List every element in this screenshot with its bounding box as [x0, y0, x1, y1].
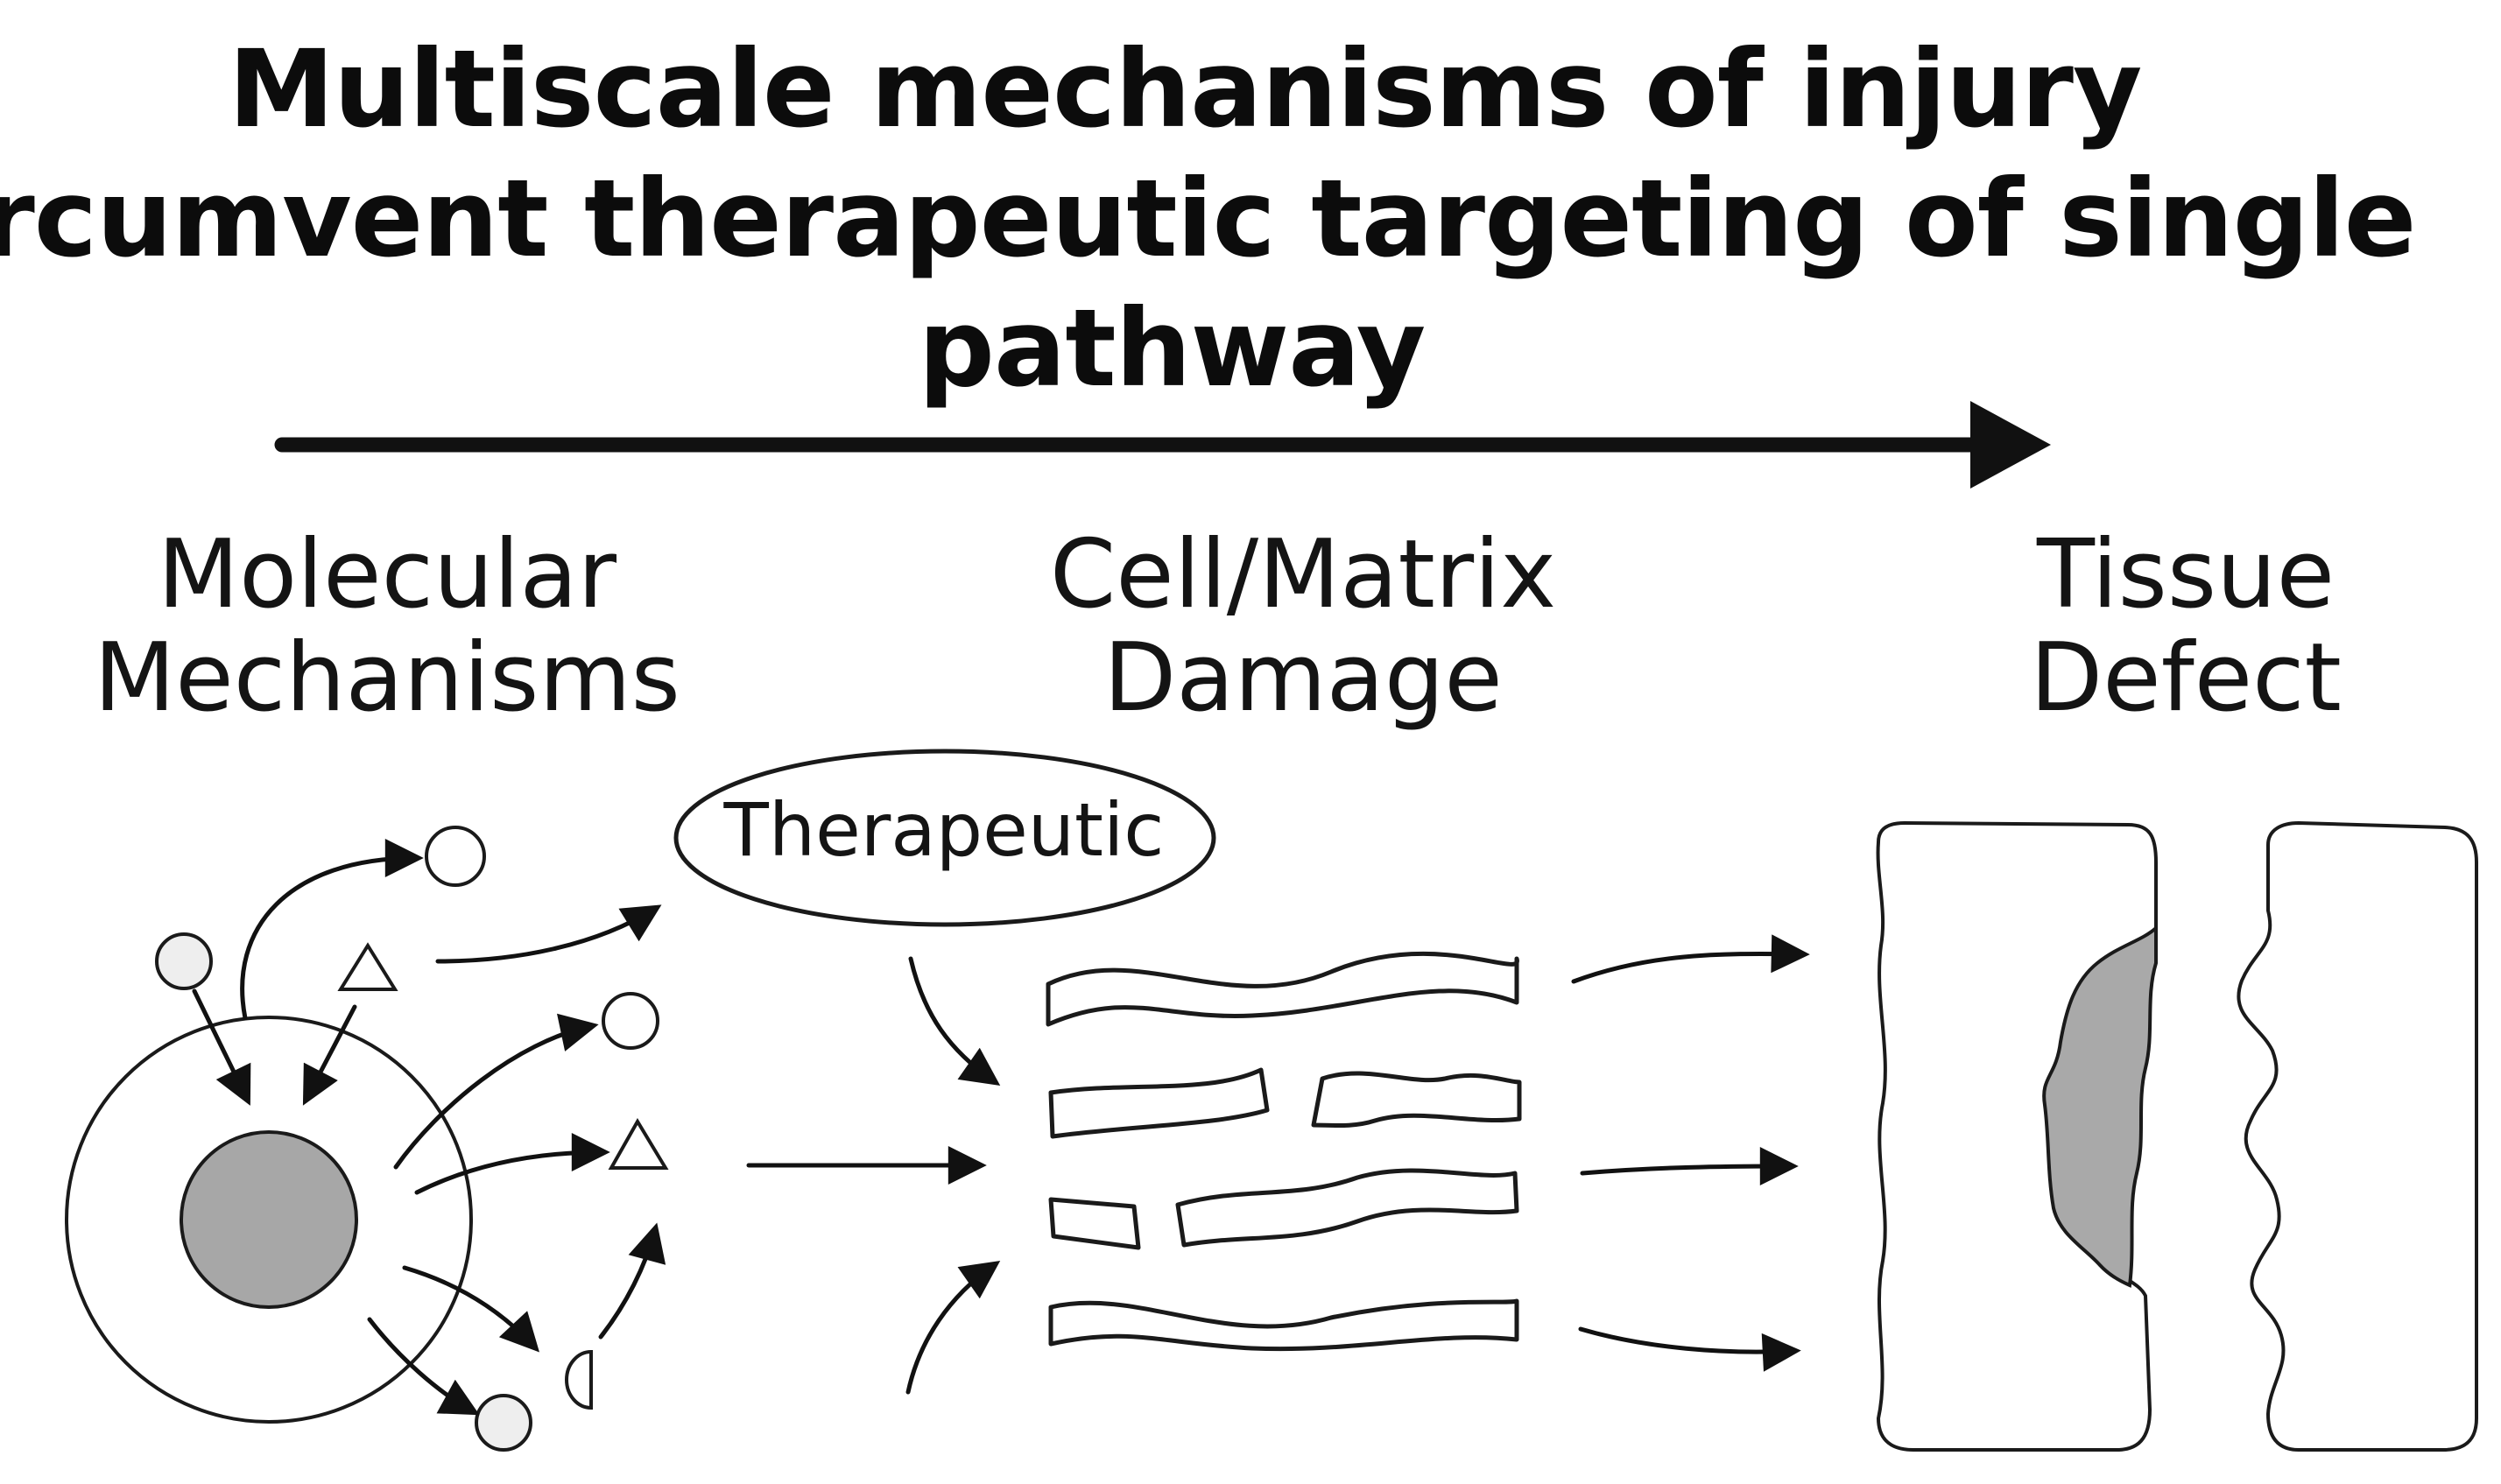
- arrow: [402, 1265, 539, 1353]
- progression-arrow: [274, 401, 2051, 489]
- title-line: pathway: [918, 286, 1427, 411]
- arrow: [598, 1222, 666, 1340]
- cell-nucleus: [180, 1130, 358, 1309]
- molecular-arrows: [192, 839, 666, 1416]
- stage-label-line: Mechanisms: [94, 623, 680, 733]
- arrow: [367, 1317, 480, 1416]
- molecule-triangle: [337, 942, 398, 991]
- stage-label-tissue: Tissue Defect: [1792, 524, 2501, 730]
- title-line: circumvent therapeutic targeting of sing…: [0, 157, 2417, 281]
- therapeutic-arrow-top: [908, 956, 1001, 1087]
- arrow: [302, 1004, 357, 1106]
- stage-label-line: Tissue: [2036, 520, 2335, 629]
- cell-to-tissue-arrow: [1578, 1326, 1801, 1372]
- stage-label-line: Damage: [1103, 623, 1503, 733]
- stage-label-line: Cell/Matrix: [1049, 520, 1557, 629]
- therapeutic-ellipse: [673, 749, 1216, 927]
- therapeutic-arrow-bottom: [905, 1260, 1001, 1395]
- stage-label-molecular: Molecular Mechanisms: [0, 524, 781, 730]
- molecule-circle: [602, 992, 659, 1050]
- arrow: [435, 904, 662, 964]
- molecules: [155, 826, 669, 1452]
- therapeutic-label: Therapeutic: [723, 787, 1165, 873]
- matrix-fiber: [1175, 1168, 1519, 1248]
- matrix-fiber: [1048, 1298, 1519, 1352]
- molecule-circle: [475, 1394, 532, 1452]
- diagram-title: Multiscale mechanisms of injury circumve…: [0, 25, 2501, 413]
- cell: [65, 1016, 473, 1424]
- matrix-fiber: [1311, 1071, 1522, 1129]
- cell-to-tissue-arrow: [1571, 934, 1810, 984]
- arrow: [414, 1133, 610, 1195]
- stage-label-line: Defect: [2030, 623, 2342, 733]
- cell-to-tissue-arrow: [1580, 1147, 1799, 1186]
- matrix-fibers: [1046, 951, 1522, 1352]
- arrow: [393, 1013, 599, 1170]
- matrix-fiber: [1048, 1197, 1141, 1250]
- matrix-fiber: [1048, 1067, 1270, 1139]
- arrow: [240, 839, 424, 1021]
- arrow: [192, 988, 251, 1106]
- matrix-fiber: [1046, 951, 1519, 1027]
- title-line: Multiscale mechanisms of injury: [228, 27, 2143, 151]
- molecule-circle: [155, 932, 213, 990]
- stage-label-cell-matrix: Cell/Matrix Damage: [909, 524, 1697, 730]
- tissue: [1876, 820, 2478, 1452]
- molecule-circle: [425, 826, 486, 887]
- tissue-block-right: [2237, 820, 2478, 1452]
- tissue-defect: [2042, 924, 2158, 1288]
- molecule-half-circle: [565, 1349, 593, 1410]
- molecule-triangle: [608, 1118, 669, 1170]
- stage-label-line: Molecular: [157, 520, 617, 629]
- stage-arrows: [746, 934, 1810, 1395]
